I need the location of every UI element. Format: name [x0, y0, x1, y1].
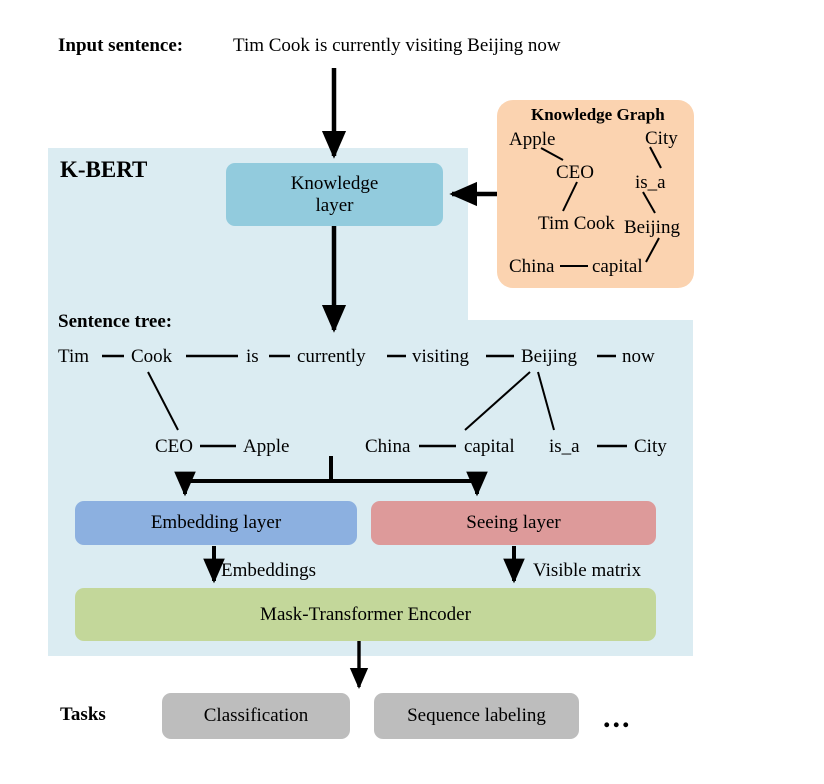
tree-token-tim: Tim [58, 346, 89, 367]
mask-transformer-encoder-label: Mask-Transformer Encoder [260, 603, 471, 625]
knowledge-graph-box [497, 100, 694, 288]
mask-transformer-encoder-box[interactable]: Mask-Transformer Encoder [75, 588, 656, 641]
knowledge-layer-box[interactable]: Knowledge layer [226, 163, 443, 226]
seeing-layer-label: Seeing layer [466, 512, 561, 534]
seeing-layer-box[interactable]: Seeing layer [371, 501, 656, 545]
tree-branch-is-a: is_a [549, 436, 580, 457]
visible-matrix-edge-label: Visible matrix [533, 560, 642, 581]
knowledge-layer-label: Knowledge layer [291, 173, 379, 217]
knowledge-layer-label-line1: Knowledge [290, 172, 379, 194]
kg-node-china: China [509, 256, 555, 277]
sentence-tree-label: Sentence tree: [58, 311, 173, 332]
kg-node-capital: capital [592, 256, 643, 277]
tree-branch-apple: Apple [243, 436, 290, 457]
tree-token-beijing: Beijing [521, 346, 577, 367]
tree-token-currently: currently [297, 346, 366, 367]
tasks-ellipsis: ... [603, 701, 632, 734]
kg-node-apple: Apple [509, 129, 556, 150]
knowledge-graph-title: Knowledge Graph [531, 105, 665, 124]
tree-token-cook: Cook [131, 346, 173, 367]
tree-token-is: is [246, 346, 259, 367]
task-classification-box[interactable]: Classification [162, 693, 350, 739]
kg-node-ceo: CEO [556, 162, 594, 183]
embedding-layer-box[interactable]: Embedding layer [75, 501, 357, 545]
embeddings-edge-label: Embeddings [221, 560, 316, 581]
task-classification-label: Classification [203, 705, 309, 727]
task-sequence-labeling-label: Sequence labeling [407, 705, 546, 727]
kg-node-beijing: Beijing [624, 217, 680, 238]
kg-node-tim-cook: Tim Cook [538, 213, 615, 234]
tree-branch-china: China [365, 436, 411, 457]
tree-token-now: now [622, 346, 655, 367]
tree-token-visiting: visiting [412, 346, 470, 367]
kg-node-city: City [645, 128, 678, 149]
kbert-title: K-BERT [60, 157, 148, 182]
task-sequence-labeling-box[interactable]: Sequence labeling [374, 693, 579, 739]
embedding-layer-label: Embedding layer [150, 512, 282, 534]
tree-branch-city: City [634, 436, 667, 457]
input-sentence-text: Tim Cook is currently visiting Beijing n… [233, 35, 561, 56]
kg-node-is-a: is_a [635, 172, 666, 193]
tree-branch-capital: capital [464, 436, 515, 457]
input-sentence-label: Input sentence: [58, 35, 184, 56]
knowledge-layer-label-line2: layer [315, 194, 354, 216]
tasks-label: Tasks [60, 704, 106, 725]
tree-branch-ceo: CEO [155, 436, 193, 457]
